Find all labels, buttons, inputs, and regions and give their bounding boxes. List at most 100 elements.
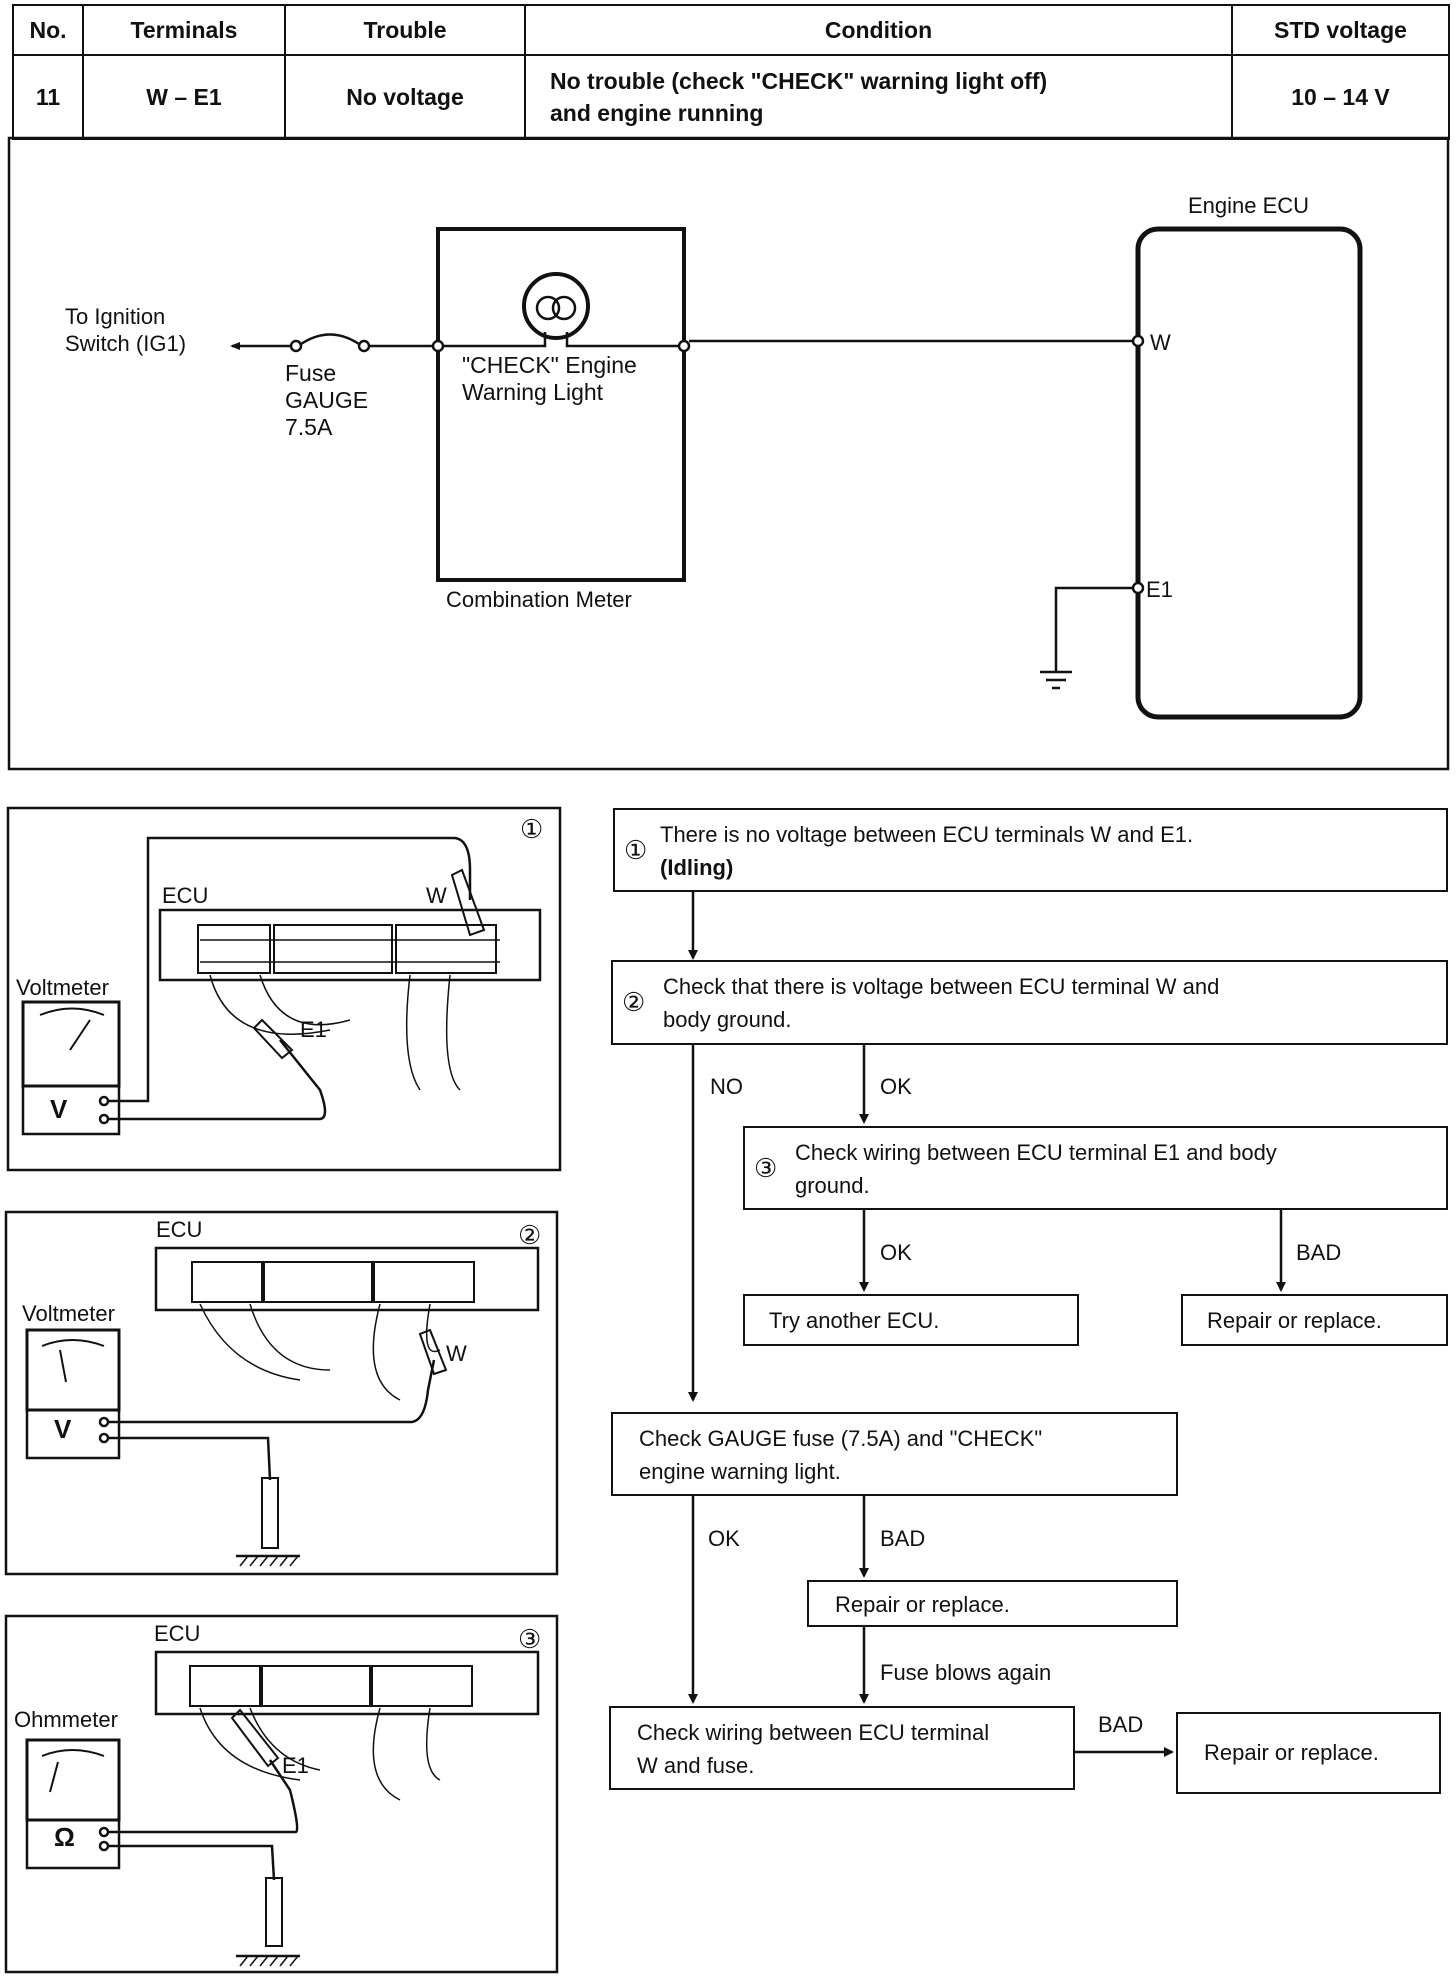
flow-step-2: ② Check that there is voltage between EC…	[611, 960, 1448, 1045]
meter-terminal-left	[431, 339, 445, 353]
panel-1-needle	[39, 1007, 105, 1051]
ignition-label: To Ignition Switch (IG1)	[65, 303, 186, 357]
panel-2-needle	[41, 1339, 105, 1383]
panel-2-probe-w-label: W	[446, 1341, 467, 1366]
panel-3-meter-base	[25, 1818, 121, 1870]
panel-1-ecu-body	[158, 908, 542, 982]
panel-2-connector-b	[263, 1261, 373, 1303]
panel-2-jack-plus	[98, 1416, 110, 1428]
panel-1-probe-w	[450, 868, 486, 937]
panel-3-needle	[41, 1749, 105, 1793]
panel-1-probe-e1-label: E1	[300, 1017, 327, 1042]
panel-3-ecu-label: ECU	[154, 1621, 201, 1646]
lamp-line1: "CHECK" Engine	[462, 352, 637, 378]
lamp-line2: Warning Light	[462, 379, 604, 405]
step-1-line1: There is no voltage between ECU terminal…	[660, 822, 1194, 847]
panel-2-lead-w	[108, 1359, 436, 1424]
combination-meter-label: Combination Meter	[446, 587, 632, 612]
panel-3-probe-ground	[265, 1877, 283, 1947]
panel-3-harness	[199, 1707, 441, 1801]
panel-2-connector-c	[373, 1261, 475, 1303]
ignition-line2: Switch (IG1)	[65, 331, 187, 356]
flow-step-1: ① There is no voltage between ECU termin…	[613, 808, 1448, 892]
panel-2-meter-symbol: V	[54, 1414, 72, 1444]
lamp-label: "CHECK" Engine Warning Light	[462, 352, 637, 406]
cell-no: 11	[12, 54, 84, 140]
combination-meter-box	[436, 227, 686, 582]
panel-1-probe-e1	[252, 1018, 294, 1060]
step-2-number: ②	[622, 987, 646, 1017]
panel-1-meter-base	[21, 1084, 121, 1136]
header-no: No.	[12, 4, 84, 56]
arrow-bad-3	[1164, 1747, 1174, 1757]
panel-2-meter-base	[25, 1408, 121, 1460]
panel-1-harness	[209, 974, 461, 1091]
step-2-line2: body ground.	[663, 1007, 792, 1032]
label-bad-2: BAD	[880, 1526, 926, 1551]
meter-terminal-right	[677, 339, 691, 353]
label-fuse-blows: Fuse blows again	[880, 1660, 1052, 1685]
panel-2-connector-a	[191, 1261, 263, 1303]
arrow-bad-1	[1276, 1282, 1286, 1292]
panel-3-connector-b	[261, 1665, 371, 1707]
wire-lamp-right	[565, 332, 679, 348]
lamp-filament-a	[535, 295, 561, 321]
panel-2-frame	[4, 1210, 559, 1576]
flow-repair-1: Repair or replace.	[1181, 1294, 1448, 1346]
panel-3-lead-ground	[108, 1844, 276, 1881]
panel-3-meter-symbol: Ω	[54, 1822, 75, 1852]
wire-lamp-left	[443, 332, 547, 348]
panel-1-lead-w	[108, 836, 472, 1103]
panel-1-connector-c	[395, 924, 497, 974]
step-3-line2: ground.	[795, 1173, 870, 1198]
fuse-terminal-right	[357, 339, 371, 353]
label-bad-1: BAD	[1296, 1240, 1342, 1265]
arrow-ok-3	[688, 1694, 698, 1704]
step-1-number: ①	[624, 835, 648, 865]
circuit-frame	[7, 136, 1450, 771]
panel-2-probe-w	[418, 1328, 448, 1376]
header-std-voltage: STD voltage	[1231, 4, 1450, 56]
panel-3-probe-e1-label: E1	[282, 1753, 309, 1778]
repair-3-text: Repair or replace.	[1204, 1740, 1379, 1765]
header-terminals: Terminals	[82, 4, 286, 56]
panel-1-probe-w-label: W	[426, 883, 447, 908]
spec-table: No. Terminals Trouble Condition STD volt…	[12, 4, 1450, 140]
panel-2-ground-hatch	[239, 1555, 299, 1567]
condition-line1: No trouble (check "CHECK" warning light …	[550, 68, 1048, 94]
ignition-line1: To Ignition	[65, 304, 166, 329]
repair-2-text: Repair or replace.	[835, 1592, 1010, 1617]
panel-3-connector-c	[371, 1665, 473, 1707]
flow-repair-2: Repair or replace.	[807, 1580, 1178, 1627]
step-3-number: ③	[754, 1153, 778, 1183]
terminal-e1-label: E1	[1146, 577, 1173, 602]
arrow-ignition	[230, 342, 240, 350]
terminal-w-label: W	[1150, 330, 1171, 355]
panel-1-ecu-label: ECU	[162, 883, 209, 908]
panel-3-ground-hatch	[239, 1955, 299, 1967]
panel-1-connector-b	[273, 924, 393, 974]
panel-2-number: ②	[518, 1220, 542, 1250]
panel-1-number: ①	[520, 814, 544, 844]
step-3-line1: Check wiring between ECU terminal E1 and…	[795, 1140, 1277, 1165]
panel-3-meter-label: Ohmmeter	[14, 1707, 118, 1732]
table-row: 11 W – E1 No voltage No trouble (check "…	[12, 54, 1450, 140]
panel-3-connector-a	[189, 1665, 261, 1707]
panel-3-jack-plus	[98, 1826, 110, 1838]
ecu-terminal-e1	[1131, 581, 1145, 595]
arrow-fuse-blows	[859, 1694, 869, 1704]
lamp-filament-b	[551, 295, 577, 321]
wire-e1-ground	[1054, 586, 1133, 672]
repair-1-text: Repair or replace.	[1207, 1308, 1382, 1333]
fuse-line2: GAUGE	[285, 387, 369, 413]
panel-2-meter-label: Voltmeter	[22, 1301, 115, 1326]
header-condition: Condition	[524, 4, 1233, 56]
label-no: NO	[710, 1074, 743, 1099]
panel-3-meter-face	[25, 1738, 121, 1822]
panel-1-lead-e1	[108, 1039, 327, 1121]
panel-2-probe-ground	[261, 1477, 279, 1549]
panel-3-frame	[4, 1614, 559, 1974]
fuse-label: Fuse GAUGE 7.5A	[285, 360, 368, 441]
header-trouble: Trouble	[284, 4, 526, 56]
